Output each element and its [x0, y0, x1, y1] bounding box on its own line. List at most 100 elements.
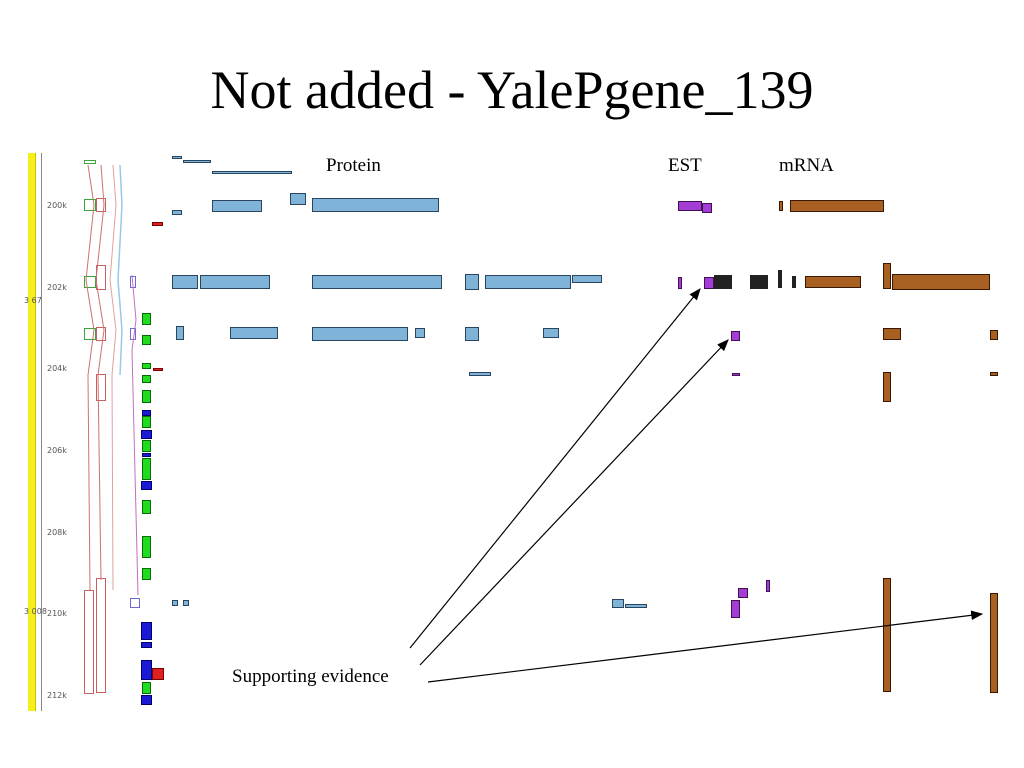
protein-hit[interactable] — [212, 171, 292, 174]
est-hit[interactable] — [702, 203, 712, 213]
protein-hit[interactable] — [176, 326, 184, 340]
mrna-hit[interactable] — [779, 201, 783, 211]
est-hit[interactable] — [678, 201, 702, 211]
protein-hit[interactable] — [312, 327, 408, 341]
gene-exon-outline[interactable] — [84, 199, 96, 211]
red-marker[interactable] — [152, 668, 164, 680]
est-hit[interactable] — [766, 580, 770, 592]
est-hit[interactable] — [704, 277, 714, 289]
protein-hit[interactable] — [312, 198, 439, 212]
mrna-hit[interactable] — [790, 200, 884, 212]
mrna-hit[interactable] — [990, 330, 998, 340]
exon-block[interactable] — [141, 642, 152, 648]
protein-hit[interactable] — [200, 275, 270, 289]
exon-block[interactable] — [142, 458, 151, 480]
transcript-outline[interactable] — [130, 598, 140, 608]
exon-block[interactable] — [141, 695, 152, 705]
intron-line — [95, 164, 105, 581]
tick-206k: 206k — [47, 446, 67, 455]
mrna-hit-dark[interactable] — [792, 276, 796, 288]
mrna-hit[interactable] — [883, 263, 891, 289]
arrow-to-est — [409, 288, 701, 649]
protein-hit[interactable] — [465, 274, 479, 290]
mrna-hit[interactable] — [883, 372, 891, 402]
protein-hit[interactable] — [230, 327, 278, 339]
protein-hit[interactable] — [485, 275, 571, 289]
protein-hit[interactable] — [543, 328, 559, 338]
protein-hit[interactable] — [172, 156, 182, 159]
est-hit[interactable] — [731, 331, 740, 341]
exon-block[interactable] — [142, 363, 151, 369]
exon-block[interactable] — [142, 568, 151, 580]
mrna-header: mRNA — [779, 155, 834, 176]
gene-model-box[interactable] — [84, 590, 94, 694]
protein-hit[interactable] — [612, 599, 624, 608]
gene-exon-outline[interactable] — [84, 328, 96, 340]
est-hit-dark[interactable] — [750, 275, 768, 289]
exon-block[interactable] — [142, 453, 151, 457]
exon-block[interactable] — [141, 622, 152, 640]
protein-hit[interactable] — [172, 275, 198, 289]
mrna-hit[interactable] — [805, 276, 861, 288]
left-mark-1: 3 67 — [24, 296, 42, 305]
mrna-hit[interactable] — [990, 593, 998, 693]
mrna-hit[interactable] — [990, 372, 998, 376]
protein-hit[interactable] — [625, 604, 647, 608]
protein-hit[interactable] — [312, 275, 442, 289]
exon-block[interactable] — [142, 440, 151, 452]
left-mark-2: 3 008 — [24, 607, 47, 616]
exon-block[interactable] — [142, 536, 151, 558]
protein-hit[interactable] — [415, 328, 425, 338]
protein-hit[interactable] — [172, 210, 182, 215]
exon-block[interactable] — [141, 430, 152, 439]
tick-210k: 210k — [47, 609, 67, 618]
intron-line — [131, 274, 139, 596]
tick-208k: 208k — [47, 528, 67, 537]
protein-hit[interactable] — [172, 600, 178, 606]
exon-block[interactable] — [142, 313, 151, 325]
gene-exon-outline[interactable] — [84, 276, 96, 288]
tick-212k: 212k — [47, 691, 67, 700]
est-hit[interactable] — [678, 277, 682, 289]
gene-model-box[interactable] — [96, 327, 106, 341]
protein-hit[interactable] — [572, 275, 602, 283]
exon-block[interactable] — [142, 416, 151, 428]
exon-block[interactable] — [142, 682, 151, 694]
exon-block[interactable] — [141, 481, 152, 490]
gene-model-box[interactable] — [96, 374, 106, 401]
tick-202k: 202k — [47, 283, 67, 292]
protein-hit[interactable] — [290, 193, 306, 205]
protein-hit[interactable] — [212, 200, 262, 212]
est-hit[interactable] — [732, 373, 740, 376]
est-hit[interactable] — [738, 588, 748, 598]
mrna-hit[interactable] — [883, 328, 901, 340]
tick-200k: 200k — [47, 201, 67, 210]
supporting-evidence-label: Supporting evidence — [232, 666, 389, 687]
gene-exon-outline[interactable] — [84, 160, 96, 164]
mrna-hit-dark[interactable] — [778, 270, 782, 288]
protein-header: Protein — [326, 155, 381, 176]
arrow-to-est — [419, 339, 729, 666]
protein-hit[interactable] — [183, 160, 211, 163]
est-hit[interactable] — [731, 600, 740, 618]
intron-line — [85, 164, 95, 591]
est-hit-dark[interactable] — [714, 275, 732, 289]
exon-block[interactable] — [141, 660, 152, 680]
coordinate-ruler[interactable] — [28, 153, 36, 711]
mrna-hit[interactable] — [883, 578, 891, 692]
exon-block[interactable] — [142, 500, 151, 514]
protein-hit[interactable] — [465, 327, 479, 341]
exon-block[interactable] — [142, 375, 151, 383]
red-marker[interactable] — [153, 368, 163, 371]
gene-model-box[interactable] — [96, 198, 106, 212]
red-marker[interactable] — [152, 222, 163, 226]
slide-title: Not added - YalePgene_139 — [210, 60, 814, 120]
exon-block[interactable] — [142, 410, 151, 416]
exon-block[interactable] — [142, 335, 151, 345]
mrna-hit[interactable] — [892, 274, 990, 290]
exon-block[interactable] — [142, 390, 151, 403]
protein-hit[interactable] — [183, 600, 189, 606]
protein-hit[interactable] — [469, 372, 491, 376]
est-header: EST — [668, 155, 702, 176]
